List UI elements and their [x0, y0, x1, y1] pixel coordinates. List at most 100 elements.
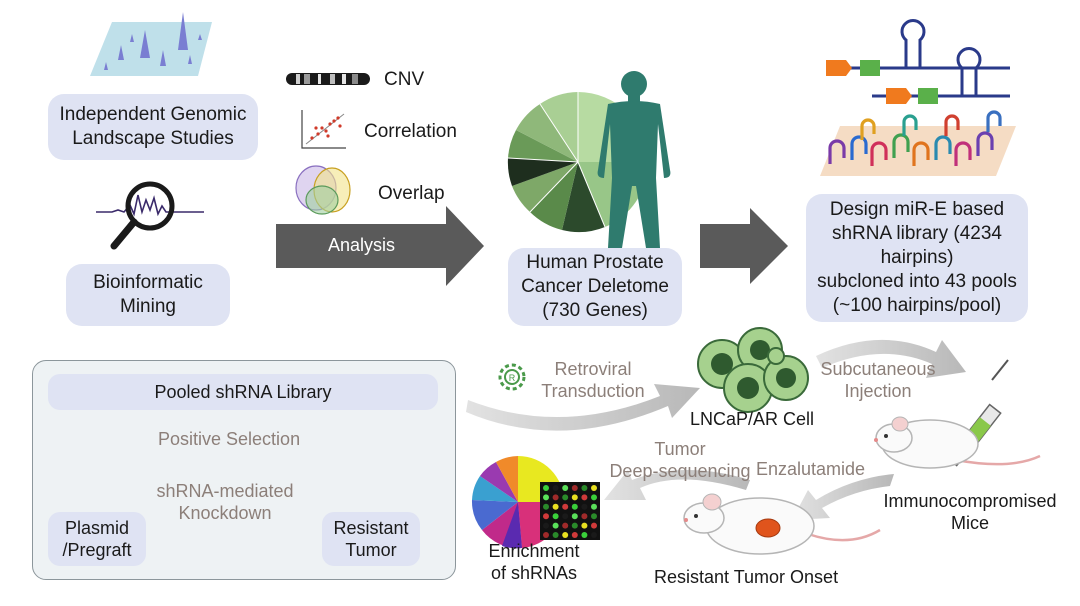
bioinformatic-line2: Mining	[120, 296, 176, 317]
panel-title: Pooled shRNA Library	[48, 374, 438, 410]
library-design-line2: shRNA library (4234	[831, 223, 1003, 244]
array-spot	[543, 494, 549, 501]
deletome-line2: Cancer Deletome	[521, 276, 669, 297]
bioinformatic-line1: Bioinformatic	[93, 272, 203, 293]
array-spot	[543, 503, 549, 510]
array-spot	[571, 532, 578, 538]
retrovirus-icon: R	[498, 363, 526, 391]
sequencing-line1: Tumor	[654, 439, 706, 459]
array-spot	[571, 485, 578, 491]
array-spot	[571, 494, 578, 501]
injection-label: Subcutaneous Injection	[816, 358, 940, 402]
correlation-scatter-icon	[301, 110, 346, 149]
injection-line1: Subcutaneous	[820, 359, 936, 379]
hairpin-library-icon	[820, 110, 1016, 176]
array-spot	[581, 485, 588, 491]
array-spot	[581, 513, 588, 520]
array-spot	[552, 532, 559, 538]
lncap-cell-icon	[697, 327, 809, 413]
genomic-studies-line1: Independent Genomic	[59, 104, 247, 125]
plasmid-line1: Plasmid	[64, 518, 130, 538]
array-spot	[543, 485, 549, 491]
array-spot	[562, 494, 569, 501]
library-design-line5: (~100 hairpins/pool)	[832, 295, 1002, 316]
array-spot	[562, 513, 569, 520]
array-spot	[581, 532, 588, 538]
array-spot	[591, 503, 597, 510]
enrichment-line2: of shRNAs	[490, 563, 578, 583]
knockdown-line2: Knockdown	[178, 503, 272, 523]
enrichment-line1: Enrichment	[488, 541, 580, 561]
array-spot	[581, 522, 588, 529]
array-spot	[543, 522, 549, 529]
genomic-studies-box: Independent Genomic Landscape Studies	[48, 94, 258, 160]
transduction-arrow	[466, 384, 700, 431]
enrichment-label: Enrichment of shRNAs	[476, 540, 592, 584]
enzalutamide-arrow	[792, 474, 894, 520]
microarray-heatmap-icon	[540, 482, 600, 540]
venn-overlap-icon	[295, 165, 351, 215]
deletome-line3: (730 Genes)	[542, 300, 648, 321]
mice-label: Immunocompromised Mice	[870, 490, 1070, 534]
library-design-line1: Design miR-E based	[829, 199, 1005, 220]
array-spot	[552, 494, 559, 501]
library-design-line3: hairpins)	[880, 247, 954, 268]
resistant-line2: Tumor	[345, 540, 397, 560]
array-spot	[552, 522, 559, 529]
library-design-line4: subcloned into 43 pools	[817, 271, 1017, 292]
magnifier-icon	[96, 181, 204, 250]
resistant-line1: Resistant	[333, 518, 409, 538]
library-design-box: Design miR-E based shRNA library (4234 h…	[806, 194, 1028, 322]
cnv-label: CNV	[384, 69, 425, 90]
sequencing-label: Tumor Deep-sequencing	[606, 438, 754, 482]
overlap-label: Overlap	[378, 183, 445, 204]
array-spot	[581, 494, 588, 501]
tumor-mouse-icon	[683, 493, 881, 555]
plasmid-box: Plasmid /Pregraft	[48, 512, 146, 566]
design-arrow	[700, 208, 788, 284]
mice-line2: Mice	[950, 513, 989, 533]
sequencing-line2: Deep-sequencing	[609, 461, 751, 481]
array-spot	[591, 532, 597, 538]
array-spot	[562, 485, 569, 491]
human-body-icon	[597, 71, 671, 248]
array-spot	[562, 522, 569, 529]
knockdown-label: shRNA-mediated Knockdown	[150, 480, 300, 524]
transduction-line1: Retroviral	[554, 359, 632, 379]
selection-label: Positive Selection	[158, 429, 301, 449]
injection-arrow	[816, 339, 966, 378]
array-spot	[562, 503, 569, 510]
array-spot	[581, 503, 588, 510]
svg-text:R: R	[509, 373, 516, 383]
array-spot	[552, 503, 559, 510]
array-spot	[591, 494, 597, 501]
genomic-studies-line2: Landscape Studies	[72, 128, 234, 149]
onset-label: Resistant Tumor Onset	[654, 567, 839, 587]
transduction-label: Retroviral Transduction	[528, 358, 658, 402]
resistant-tumor-box: Resistant Tumor	[322, 512, 420, 566]
bioinformatic-box: Bioinformatic Mining	[66, 264, 230, 326]
array-spot	[543, 513, 549, 520]
panel-title-text: Pooled shRNA Library	[154, 382, 332, 402]
analysis-arrow	[276, 206, 484, 286]
mouse-icon	[874, 416, 1041, 469]
array-spot	[543, 532, 549, 538]
mice-line1: Immunocompromised	[883, 491, 1057, 511]
array-spot	[591, 522, 597, 529]
array-spot	[591, 513, 597, 520]
deletome-line1: Human Prostate	[526, 252, 664, 273]
array-spot	[591, 485, 597, 491]
analysis-label: Analysis	[328, 235, 396, 255]
mir-e-construct-icon	[826, 19, 1010, 104]
array-spot	[571, 503, 578, 510]
plasmid-line2: /Pregraft	[62, 540, 132, 560]
array-spot	[552, 485, 559, 491]
array-spot	[562, 532, 569, 538]
array-spot	[571, 522, 578, 529]
injection-line2: Injection	[844, 381, 912, 401]
transduction-line2: Transduction	[541, 381, 645, 401]
array-spot	[552, 513, 559, 520]
cnv-chromosome-icon	[286, 73, 370, 85]
genomic-landscape-icon	[90, 12, 212, 76]
